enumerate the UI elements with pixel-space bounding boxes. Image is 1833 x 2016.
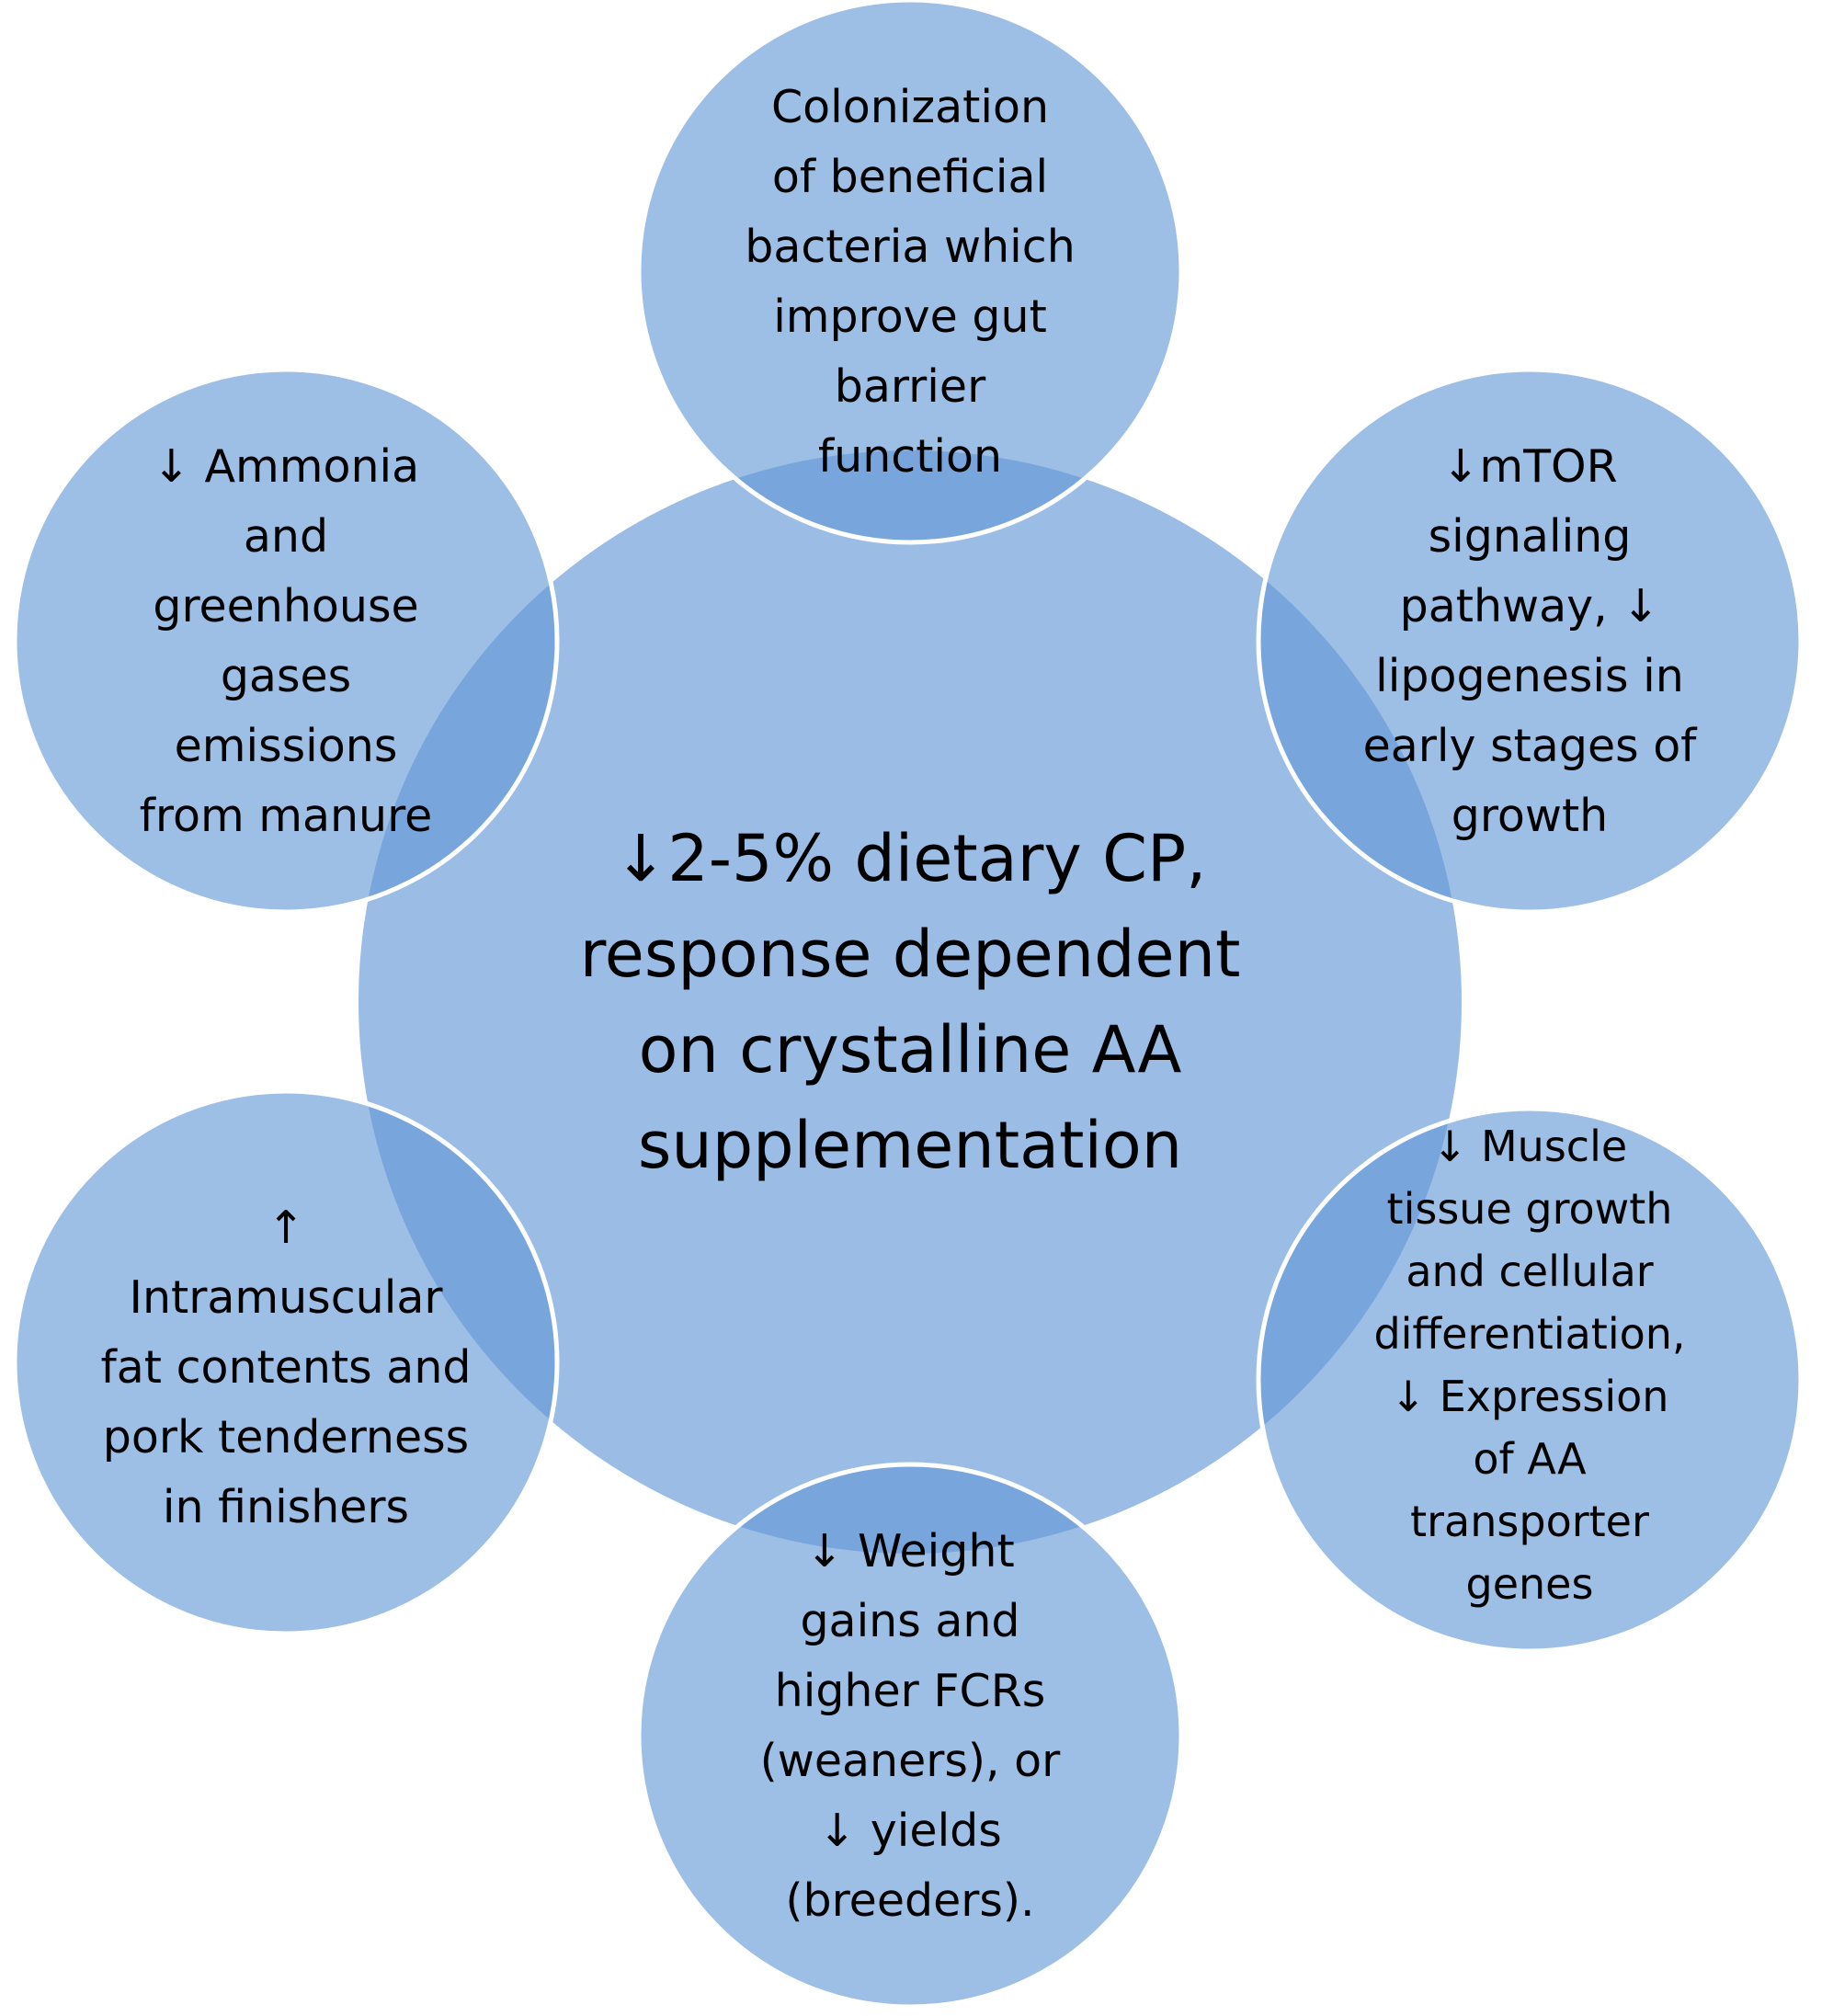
satellite-circle-top-right: [1256, 367, 1804, 915]
satellite-label-bottom-right: ↓ Muscle tissue growth and cellular diff…: [1373, 1122, 1686, 1609]
center-circle: [359, 450, 1462, 1554]
satellite-circle-bottom: [636, 1462, 1184, 2010]
satellite-circle-bottom-left: [12, 1088, 560, 1636]
satellite-label-bottom-left: ↑ Intramuscular fat contents and pork te…: [100, 1202, 472, 1533]
satellite-circle-bottom-right: [1256, 1106, 1804, 1654]
satellite-circle-top: [636, 0, 1184, 545]
satellite-label-top-right: ↓mTOR signaling pathway, ↓ lipogenesis i…: [1362, 440, 1697, 842]
center-label: ↓2-5% dietary CP, response dependent on …: [579, 821, 1241, 1183]
satellite-label-top: Colonization of beneficial bacteria whic…: [745, 81, 1076, 483]
satellite-label-top-left: ↓ Ammonia and greenhouse gases emissions…: [139, 440, 433, 842]
satellite-label-bottom: ↓ Weight gains and higher FCRs (weaners)…: [759, 1525, 1061, 1927]
satellite-circle-top-left: [12, 367, 560, 915]
